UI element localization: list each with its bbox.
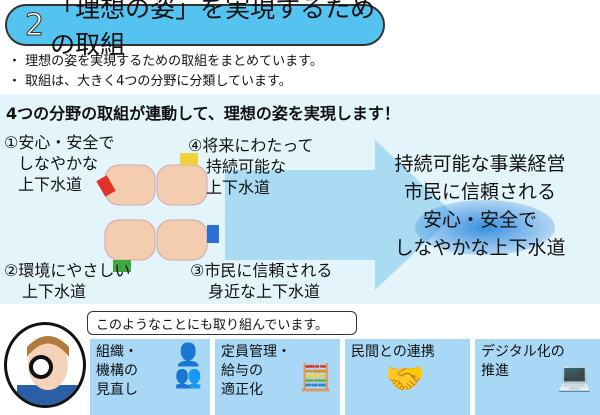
speech-bubble: このようなことにも取り組んでいます。 [87,311,357,335]
pillar-1: ①安心・安全でしなやかな上下水道 [4,133,115,194]
pillar-4: ④将来にわたって持続可能な上下水道 [188,136,314,197]
card-digitalization: デジタル化の推進💻 [475,339,600,415]
card-private-partnership: 民間との連携🤝 [345,339,470,415]
bullet-1: ・ 理想の姿を実現するための取組をまとめています。 [8,54,323,69]
card-staffing: 定員管理・給与の適正化🧮 [215,339,340,415]
goal-highlight [415,200,555,255]
joined-hands-illustration [96,153,219,272]
band-heading: 4つの分野の取組が連動して、理想の姿を実現します！ [6,104,400,123]
ideal-goals: 持続可能な事業経営市民に信頼される安心・安全でしなやかな上下水道 [394,153,566,259]
card-organization: 組織・機構の見直し👤👥 [90,339,210,415]
pillar-2: ②環境にやさしい上下水道 [4,261,131,301]
bullet-2: ・ 取組は、大きく4つの分野に分類しています。 [8,74,292,89]
digital-worker-icon: 💻 [557,360,592,393]
calculator-documents-icon: 🧮 [299,363,332,393]
section-title: 2「理想の姿」を実現するための取組 [5,0,385,59]
avatar [4,322,86,408]
pillar-3: ③市民に信頼される身近な上下水道 [190,261,333,301]
arrow-shape [225,140,455,290]
org-chart-icon: 👤👥 [174,343,202,390]
handshake-icon: 🤝 [385,359,425,397]
section-number: 2 [24,7,45,43]
section-title-text: 「理想の姿」を実現するための取組 [50,0,376,59]
